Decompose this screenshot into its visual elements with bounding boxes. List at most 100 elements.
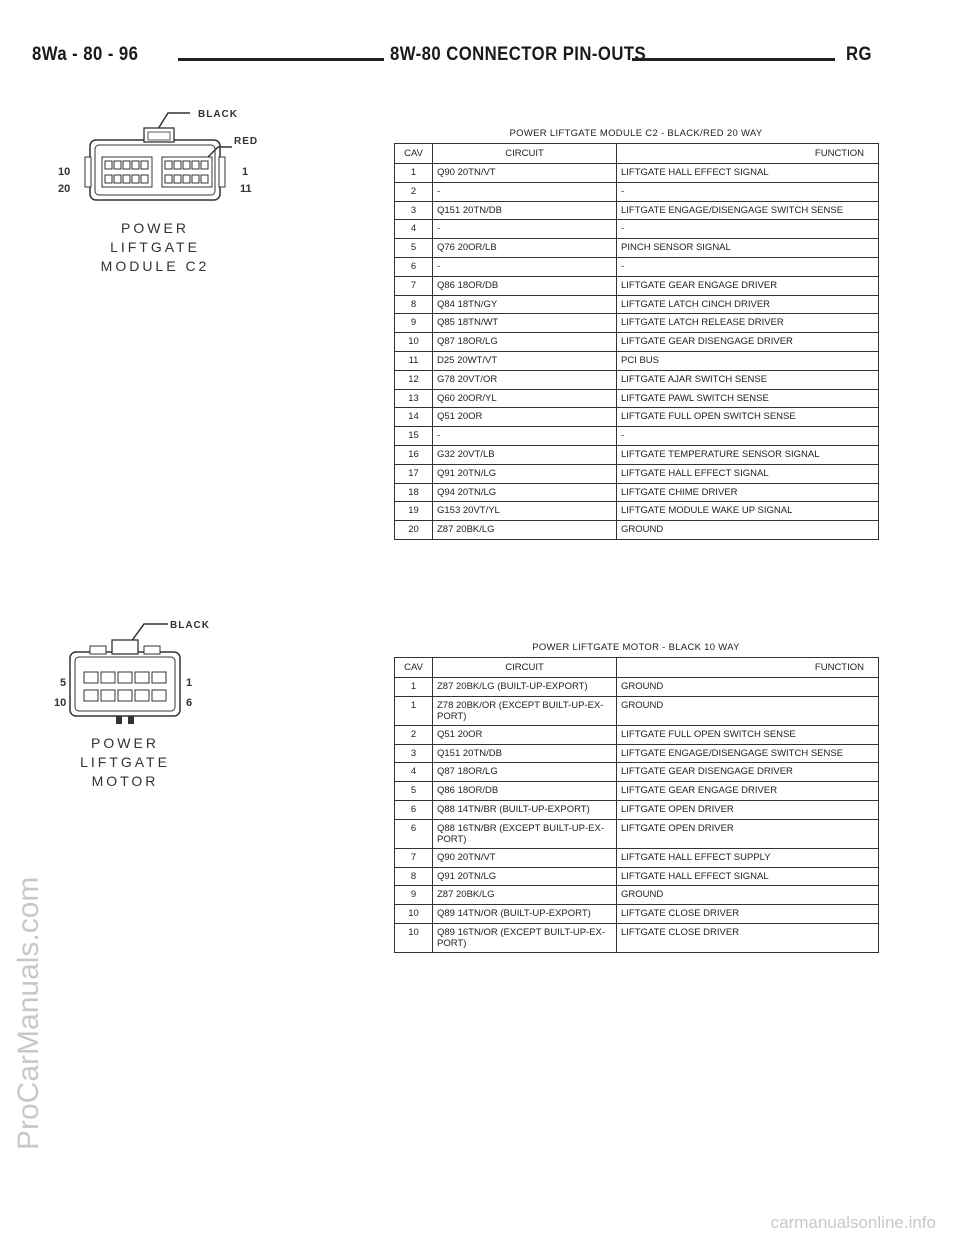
cell-function: LIFTGATE TEMPERATURE SENSOR SIGNAL — [616, 444, 879, 465]
cell-function: LIFTGATE CLOSE DRIVER — [616, 904, 879, 924]
color-label-black: BLACK — [170, 620, 210, 631]
color-label-black: BLACK — [198, 109, 238, 120]
column-header-circuit: CIRCUIT — [432, 143, 617, 164]
cell-cav: 19 — [394, 501, 433, 522]
cell-cav: 6 — [394, 818, 433, 849]
cell-cav: 9 — [394, 885, 433, 906]
column-header-function: FUNCTION — [616, 657, 879, 678]
liftgate-motor-connector-diagram: BLACK 5 10 1 6 POWER LIFTGATE MOTOR — [54, 620, 210, 789]
cell-circuit: Z87 20BK/LG — [432, 520, 617, 540]
cell-cav: 16 — [394, 444, 433, 465]
table-header-row: CAV CIRCUIT FUNCTION — [394, 657, 879, 678]
pin-label-10: 10 — [58, 166, 70, 178]
header-rule-left — [178, 58, 384, 61]
cell-function: GROUND — [616, 885, 879, 906]
cell-cav: 12 — [394, 369, 433, 390]
header-rule-right — [632, 58, 835, 61]
cell-circuit: G153 20VT/YL — [432, 501, 617, 522]
pin-label-1: 1 — [186, 677, 192, 689]
connector-caption-line2: LIFTGATE — [110, 239, 200, 255]
table-row: 6-- — [394, 256, 879, 277]
table-title-liftgate-motor: POWER LIFTGATE MOTOR - BLACK 10 WAY — [532, 642, 740, 653]
cell-function: LIFTGATE LATCH CINCH DRIVER — [616, 294, 879, 315]
cell-cav: 6 — [394, 799, 433, 820]
cell-cav: 7 — [394, 847, 433, 868]
cell-circuit: Q76 20OR/LB — [432, 238, 617, 258]
cell-circuit: Q88 14TN/BR (BUILT-UP-EXPORT) — [432, 799, 617, 820]
section-title: 8W-80 CONNECTOR PIN-OUTS — [390, 44, 647, 65]
cell-circuit: - — [432, 426, 617, 446]
page-header: 8Wa - 80 - 96 8W-80 CONNECTOR PIN-OUTS R… — [0, 0, 960, 80]
cell-circuit: Q94 20TN/LG — [432, 482, 617, 503]
pin-label-1: 1 — [242, 166, 248, 178]
cell-circuit: - — [432, 181, 617, 202]
cell-function: LIFTGATE ENGAGE/DISENGAGE SWITCH SENSE — [616, 743, 879, 764]
cell-circuit: Q91 20TN/LG — [432, 866, 617, 887]
cell-circuit: Q88 16TN/BR (EXCEPT BUILT-UP-EX-PORT) — [432, 818, 617, 849]
cell-cav: 5 — [394, 781, 433, 801]
cell-circuit: Q91 20TN/LG — [432, 463, 617, 484]
cell-function: GROUND — [616, 677, 879, 697]
pin-label-20: 20 — [58, 183, 70, 195]
footer-source-text: carmanualsonline.info — [770, 1213, 936, 1232]
cell-cav: 6 — [394, 256, 433, 277]
cell-function: PINCH SENSOR SIGNAL — [616, 238, 879, 258]
cell-circuit: Z87 20BK/LG — [432, 885, 617, 906]
cell-circuit: Q87 18OR/LG — [432, 762, 617, 783]
cell-circuit: Q86 18OR/DB — [432, 275, 617, 296]
cell-circuit: Q87 18OR/LG — [432, 332, 617, 352]
column-header-cav: CAV — [394, 657, 433, 678]
liftgate-module-c2-connector-diagram: BLACK RED 10 20 1 11 POWER LIFTGATE MODU… — [58, 109, 257, 274]
cell-circuit: - — [432, 256, 617, 277]
cell-cav: 17 — [394, 463, 433, 484]
cell-cav: 4 — [394, 762, 433, 783]
cell-cav: 8 — [394, 294, 433, 315]
cell-circuit: Q89 16TN/OR (EXCEPT BUILT-UP-EX-PORT) — [432, 922, 617, 953]
cell-circuit: Q85 18TN/WT — [432, 313, 617, 334]
cell-cav: 1 — [394, 677, 433, 697]
cell-function: LIFTGATE FULL OPEN SWITCH SENSE — [616, 407, 879, 428]
cell-circuit: Q84 18TN/GY — [432, 294, 617, 315]
table-header-row: CAV CIRCUIT FUNCTION — [394, 143, 879, 164]
cell-function: LIFTGATE CHIME DRIVER — [616, 482, 879, 503]
cell-cav: 20 — [394, 520, 433, 540]
cell-function: LIFTGATE HALL EFFECT SIGNAL — [616, 163, 879, 183]
watermark-text: ProCarManuals.com — [12, 876, 45, 1150]
cell-function: - — [616, 219, 879, 240]
pin-label-6: 6 — [186, 697, 192, 709]
table-row: 15-- — [394, 426, 879, 446]
connector-caption-line3: MOTOR — [92, 773, 159, 789]
cell-circuit: Q51 20OR — [432, 724, 617, 745]
cell-circuit: Q151 20TN/DB — [432, 200, 617, 221]
cell-function: LIFTGATE CLOSE DRIVER — [616, 922, 879, 953]
cell-circuit: Q90 20TN/VT — [432, 847, 617, 868]
cell-cav: 13 — [394, 388, 433, 409]
cell-cav: 7 — [394, 275, 433, 296]
cell-circuit: Q90 20TN/VT — [432, 163, 617, 183]
pin-label-5: 5 — [60, 677, 66, 689]
cell-circuit: Q86 18OR/DB — [432, 781, 617, 801]
